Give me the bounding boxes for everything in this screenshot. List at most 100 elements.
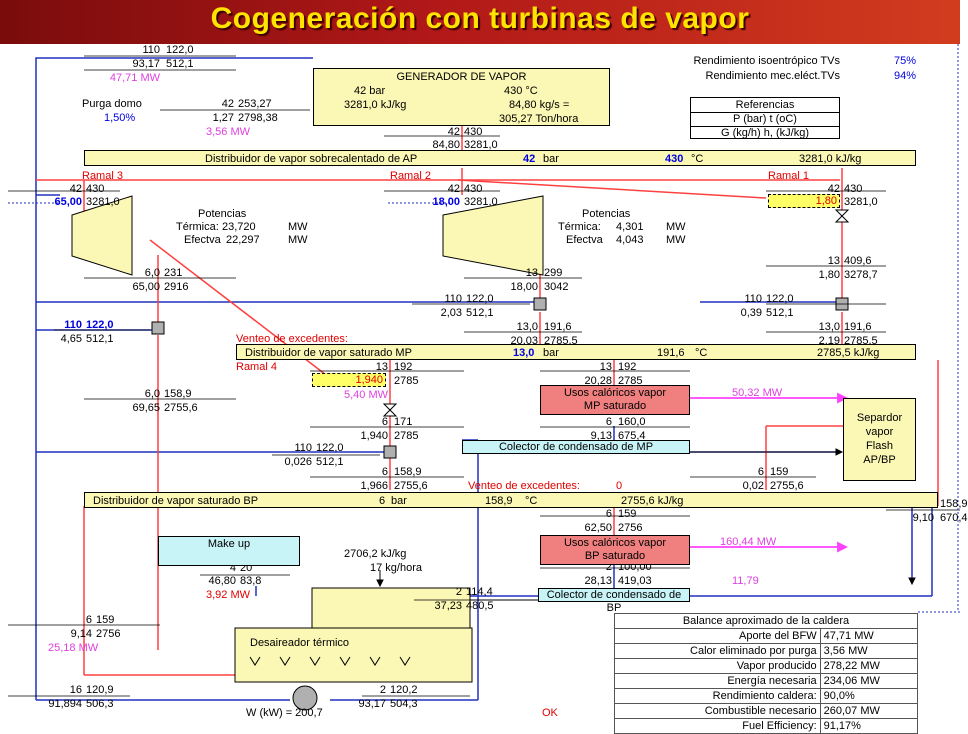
- sep-cond-h: 670,4: [940, 512, 968, 524]
- bp3-out-t: 158,9: [164, 388, 192, 400]
- feed-pump-icon: [292, 685, 318, 711]
- bp3-out-g: 69,65: [132, 402, 160, 414]
- desup-bp3-t: 122,0: [86, 319, 114, 331]
- sep-cond-g: 9,10: [912, 512, 934, 524]
- balance-row-label: Vapor producido: [614, 658, 821, 674]
- separator-line1: Separdor: [856, 412, 903, 424]
- distributor-bp-pressure-unit: bar: [391, 495, 407, 507]
- dea-in-g: 9,14: [70, 628, 92, 640]
- usos-mp-out-p: 6: [605, 416, 612, 428]
- distributor-bp: Distribuidor de vapor saturado BP 6 bar …: [84, 492, 938, 508]
- ramal1-p: 42: [827, 183, 840, 195]
- valve-ramal1-icon[interactable]: [834, 209, 850, 217]
- bfw-line: [35, 57, 313, 700]
- valve4-out-t: 171: [394, 416, 413, 428]
- pump-ok: OK: [542, 707, 558, 719]
- bfw-in-mw: 47,71 MW: [109, 72, 160, 84]
- ramal1-g-highlight: 1,80: [768, 194, 840, 208]
- turbine-2-icon: [442, 195, 544, 276]
- bp-c-out-p: 6: [381, 466, 388, 478]
- desup-mp-r-h: 512,1: [766, 307, 794, 319]
- bp-c-out-h: 2755,6: [394, 480, 428, 492]
- sep-out-g: 0,02: [742, 480, 764, 492]
- purga-t: 253,27: [238, 98, 272, 110]
- generator-flow: 84,80 kg/s =: [509, 99, 570, 111]
- ramal3-g: 65,00: [54, 196, 82, 208]
- distributor-ap-temp: 430: [665, 153, 684, 165]
- pump-out-t: 120,2: [390, 684, 418, 696]
- turb2-out-h: 3042: [544, 281, 569, 293]
- bfw-in-t: 122,0: [166, 44, 194, 56]
- ramal4-h: 2785: [394, 375, 419, 387]
- turb3-term: 23,720: [222, 221, 256, 233]
- desup-bp-c-g: 0,026: [284, 456, 312, 468]
- usos-bp-line2: BP saturado: [584, 550, 646, 562]
- distributor-ap-pressure: 42: [523, 153, 536, 165]
- valve4-out-p: 6: [381, 416, 388, 428]
- distributor-mp-enthalpy: 2785,5 kJ/kg: [817, 347, 880, 359]
- turb3-unit: MW: [288, 221, 308, 233]
- mp-c-out-p: 13,0: [516, 321, 538, 333]
- balance-row-label: Fuel Efficiency:: [614, 718, 821, 734]
- balance-row-label: Calor eliminado por purga: [614, 643, 821, 659]
- valve1-out-g: 1,80: [818, 269, 840, 281]
- makeup-box: Make up: [158, 536, 300, 566]
- boiler-balance-table: Balance aproximado de la caldera Aporte …: [614, 613, 919, 734]
- ramal1-pointer: [457, 179, 767, 199]
- turb2-title: Potencias: [582, 208, 631, 220]
- mec-label: Rendimiento mec.eléct.TVs: [705, 70, 841, 82]
- desup-mp-c-t: 122,0: [466, 293, 494, 305]
- distributor-bp-temp: 158,9: [485, 495, 513, 507]
- pump-in-t: 120,9: [86, 684, 114, 696]
- steam-generator: GENERADOR DE VAPOR 42 bar 430 °C 3281,0 …: [313, 68, 610, 126]
- sep-out-h: 2755,6: [770, 480, 804, 492]
- venteo-bp-value: 0: [616, 480, 623, 492]
- separator-line3: Flash: [866, 440, 893, 452]
- isentropic-value: 75%: [893, 55, 916, 67]
- reference-legend: Referencias P (bar) t (oC) G (kg/h) h, (…: [690, 97, 840, 139]
- bfw-in-p: 110: [142, 44, 160, 56]
- valve-ramal4-icon[interactable]: [382, 403, 398, 411]
- balance-row-label: Combustible necesario: [614, 703, 821, 719]
- distributor-mp-temp: 191,6: [657, 347, 685, 359]
- balance-row-label: Energía necesaria: [614, 673, 821, 689]
- ramal4-p: 13: [375, 361, 388, 373]
- purga-label: Purga domo: [82, 98, 142, 110]
- reference-row-2: G (kg/h) h, (kJ/kg): [720, 127, 810, 139]
- turb3-out-p: 6,0: [144, 267, 160, 279]
- makeup-p: 4: [229, 562, 236, 574]
- ramal2-g: 18,00: [432, 196, 460, 208]
- desup-mp-c-h: 512,1: [466, 307, 494, 319]
- balance-row-value: 234,06 MW: [819, 673, 919, 689]
- pump-in-h: 506,3: [86, 698, 114, 710]
- balance-title: Balance aproximado de la caldera: [614, 613, 918, 629]
- ramal4-label: Ramal 4: [236, 361, 277, 373]
- distributor-bp-enthalpy: 2755,6 kJ/kg: [621, 495, 684, 507]
- ramal1-label: Ramal 1: [768, 170, 809, 182]
- mec-value: 94%: [893, 70, 916, 82]
- desup-bp3-p: 110: [64, 319, 82, 331]
- turb2-out-g: 18,00: [510, 281, 538, 293]
- usos-mp-in-t: 192: [618, 361, 637, 373]
- generator-title: GENERADOR DE VAPOR: [396, 71, 527, 83]
- valve4-out-h: 2785: [394, 430, 419, 442]
- usos-bp-out-h: 419,03: [618, 575, 652, 587]
- bfw-in-h: 512,1: [166, 58, 194, 70]
- flash-separator: Separdor vapor Flash AP/BP: [843, 398, 916, 481]
- usos-mp-mw: 50,32 MW: [732, 387, 783, 399]
- gen-out-t: 430: [464, 126, 483, 138]
- distributor-mp-temp-unit: °C: [695, 347, 708, 359]
- usos-mp-in-p: 13: [599, 361, 612, 373]
- turb2-unit: MW: [666, 221, 686, 233]
- distributor-mp: Distribuidor de vapor saturado MP 13,0 b…: [236, 344, 916, 360]
- usos-bp-line1: Usos calóricos vapor: [563, 537, 667, 549]
- usos-mp-in-g: 20,28: [584, 375, 612, 387]
- valve4-out-g: 1,940: [360, 430, 388, 442]
- ramal2-label: Ramal 2: [390, 170, 431, 182]
- ramal1-t: 430: [844, 183, 863, 195]
- distributor-bp-label: Distribuidor de vapor saturado BP: [93, 495, 259, 507]
- balance-row-value: 91,17%: [819, 718, 919, 734]
- header-bar: [0, 0, 960, 44]
- purga-p: 42: [221, 98, 234, 110]
- ramal2-t: 430: [464, 183, 483, 195]
